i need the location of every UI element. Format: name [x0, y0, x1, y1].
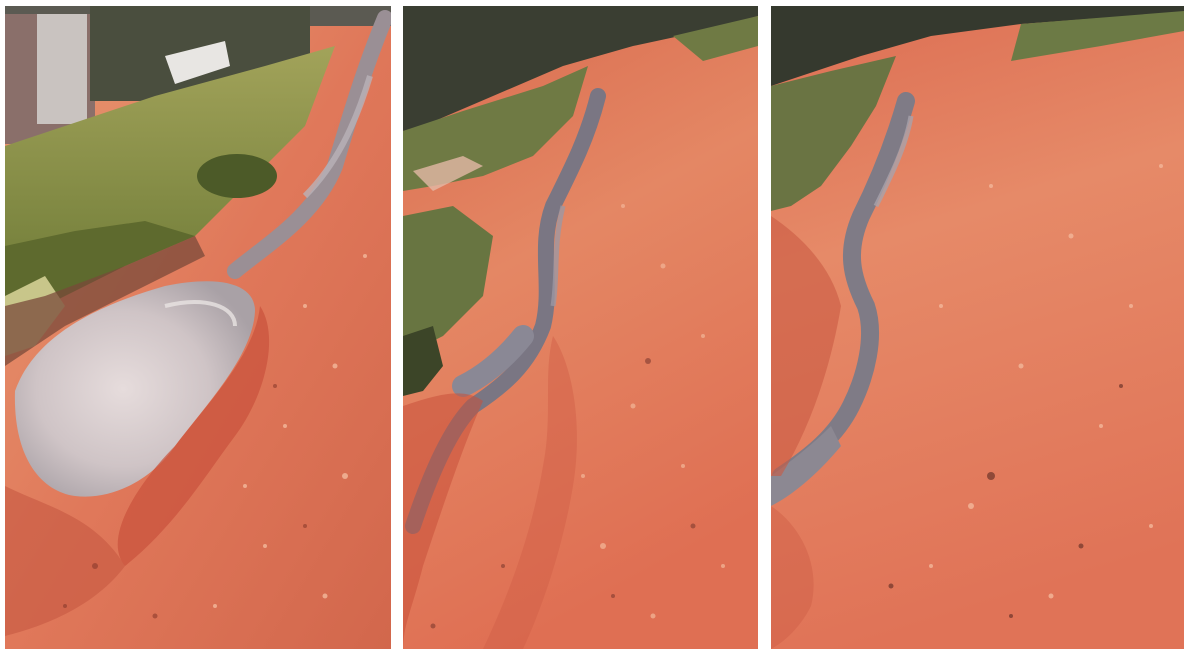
grass-dark: [5, 221, 195, 346]
drain-channel: [227, 10, 391, 279]
photo-panel-middle: [403, 6, 758, 649]
panel-right-scene: [771, 6, 1184, 649]
shrub: [197, 154, 277, 198]
building-panel: [37, 14, 87, 124]
dry-patch: [413, 156, 483, 191]
grass-dark: [403, 326, 443, 396]
tree-line: [403, 6, 758, 131]
grass-patch-far: [1011, 11, 1184, 61]
drain-channel: [772, 92, 915, 485]
grass-verge: [403, 66, 588, 191]
tree-line: [771, 6, 1184, 86]
photo-panel-left: [5, 6, 391, 649]
grass-verge: [771, 56, 896, 211]
panel-left-scene: [5, 6, 391, 649]
grass-patch-far: [673, 16, 758, 61]
gravel-specks: [929, 164, 1163, 599]
puddle: [14, 281, 255, 497]
panel-middle-scene: [403, 6, 758, 649]
gravel-specks: [581, 204, 725, 619]
white-sheet: [165, 41, 230, 84]
grass-verge-lower: [403, 206, 493, 356]
soil-edge: [5, 236, 205, 366]
gravel-specks: [213, 254, 367, 608]
photo-panel-right: [771, 6, 1184, 649]
